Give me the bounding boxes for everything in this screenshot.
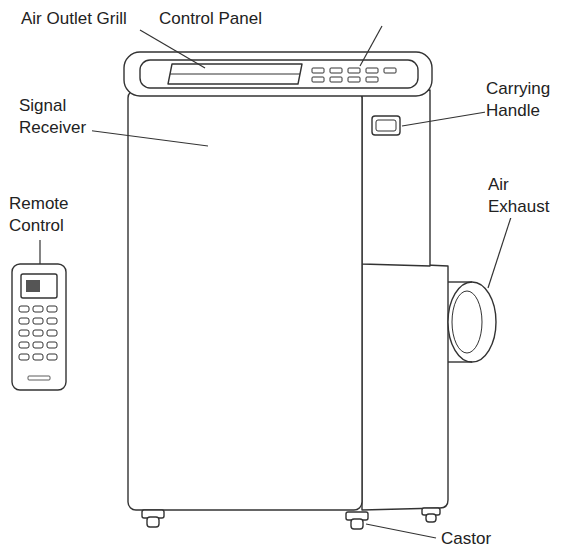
part-label: Castor (440, 528, 492, 550)
remote-button (19, 318, 29, 324)
part-label: Air Outlet Grill (20, 8, 128, 30)
leader-lines (40, 26, 512, 538)
top-lid (124, 52, 432, 96)
remote-button (19, 342, 29, 348)
remote-button (47, 354, 57, 360)
lid-rim (140, 60, 418, 88)
remote-button (47, 330, 57, 336)
part-label: Control Panel (158, 8, 263, 30)
front-panel (128, 90, 362, 510)
carrying-handle (372, 116, 400, 135)
side-panel-lower (362, 262, 448, 510)
remote-button (47, 342, 57, 348)
castor (142, 508, 440, 529)
part-label: Carrying Handle (485, 78, 571, 122)
side-panel-upper (362, 90, 430, 266)
part-label: Air Exhaust (487, 174, 549, 218)
remote-button (19, 330, 29, 336)
outlet-grill (168, 64, 302, 84)
remote-button (47, 306, 57, 312)
remote-button (33, 342, 43, 348)
air-exhaust (448, 282, 496, 362)
remote-button (33, 318, 43, 324)
remote-button (33, 354, 43, 360)
remote-button (19, 354, 29, 360)
remote-button (33, 306, 43, 312)
remote-button (33, 330, 43, 336)
part-label: Remote Control (8, 193, 82, 237)
remote-button (19, 306, 29, 312)
remote-control (12, 264, 66, 390)
part-label: Signal Receiver (18, 95, 92, 139)
remote-button (47, 318, 57, 324)
